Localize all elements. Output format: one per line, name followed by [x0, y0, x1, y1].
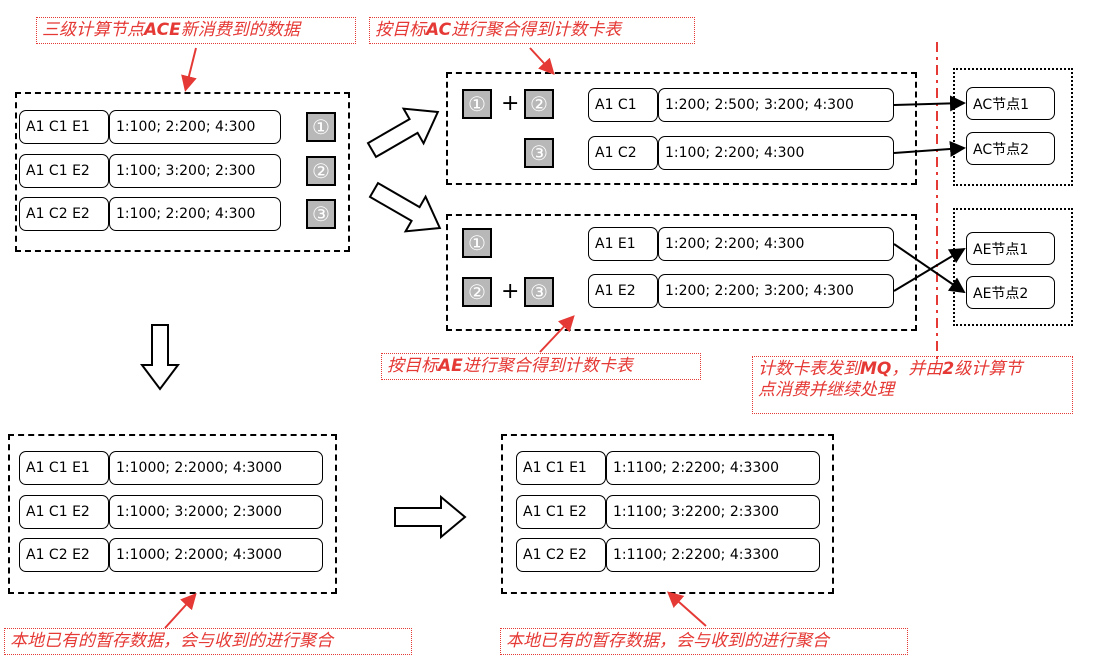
note-text: 新消费到的数据 — [180, 20, 300, 40]
note-local-store: 本地已有的暂存数据，会与收到的进行聚合 — [4, 628, 412, 655]
merged-row-2-value: 1:1100; 3:2200; 2:3300 — [606, 495, 820, 529]
note-text: ，并由 — [891, 359, 943, 379]
note-text-bold: 2 — [942, 359, 955, 379]
ac-badge-1-icon: ① — [462, 89, 492, 119]
badge-2-icon: ② — [306, 156, 336, 186]
ae-badge-3-icon: ③ — [524, 277, 554, 307]
ae-nodes-box — [953, 208, 1073, 326]
merged-row-1-value: 1:1100; 2:2200; 4:3300 — [606, 451, 820, 485]
note-incoming-data: 三级计算节点ACE新消费到的数据 — [36, 17, 356, 44]
ac-node-1: AC节点1 — [966, 87, 1055, 120]
ae-row-1-key: A1 E1 — [588, 227, 658, 261]
badge-1-icon: ① — [306, 112, 336, 142]
merged-row-3-key: A1 C2 E2 — [516, 538, 606, 572]
ac-plus: + — [501, 91, 520, 116]
incoming-data-box — [15, 92, 350, 252]
ac-aggregation-box — [446, 72, 917, 185]
note-text-bold: MQ — [860, 359, 892, 379]
incoming-row-1-key: A1 C1 E1 — [19, 110, 109, 144]
route-ae2-to-node1 — [893, 247, 966, 292]
pointer-arrow-merged — [667, 591, 707, 627]
note-text: 进行聚合得到计数卡表 — [462, 356, 633, 376]
local-row-1-key: A1 C1 E1 — [19, 451, 109, 485]
note-text: 计数卡表发到 — [758, 359, 860, 379]
route-ac1-to-node1 — [893, 95, 966, 112]
pointer-arrow-incoming — [181, 47, 197, 92]
note-text: 按目标 — [387, 356, 438, 376]
ac-badge-2-icon: ② — [524, 89, 554, 119]
incoming-row-3-key: A1 C2 E2 — [19, 197, 109, 231]
pointer-arrow-ae — [539, 315, 575, 353]
ac-nodes-box — [953, 68, 1073, 186]
ac-row-2-value: 1:100; 2:200; 4:300 — [658, 136, 894, 170]
merged-row-2-key: A1 C1 E2 — [516, 495, 606, 529]
block-arrow-to-ae — [368, 181, 442, 233]
route-ae1-to-node2 — [893, 243, 966, 294]
note-text: 本地已有的暂存数据，会与收到的进行聚合 — [10, 631, 333, 651]
incoming-row-1-value: 1:100; 2:200; 4:300 — [109, 110, 281, 144]
ae-node-1: AE节点1 — [966, 232, 1055, 265]
merged-row-3-value: 1:1100; 2:2200; 4:3300 — [606, 538, 820, 572]
ac-badge-3-icon: ③ — [524, 138, 554, 168]
note-text-bold: AC — [426, 20, 452, 40]
pointer-arrow-local — [164, 593, 197, 629]
local-row-2-value: 1:1000; 3:2000; 2:3000 — [109, 495, 323, 529]
note-text: 级计算节 — [954, 359, 1023, 379]
block-arrow-to-ac — [366, 107, 440, 159]
ac-node-2: AC节点2 — [966, 132, 1055, 165]
incoming-row-3-value: 1:100; 2:200; 4:300 — [109, 197, 281, 231]
local-row-3-key: A1 C2 E2 — [19, 538, 109, 572]
ae-badge-1-icon: ① — [462, 228, 492, 258]
note-text: 进行聚合得到计数卡表 — [451, 20, 622, 40]
note-text-bold: ACE — [144, 20, 181, 40]
note-text: 按目标 — [375, 20, 426, 40]
ae-badge-2-icon: ② — [462, 277, 492, 307]
merged-row-1-key: A1 C1 E1 — [516, 451, 606, 485]
route-ac2-to-node2 — [893, 141, 966, 157]
note-text-bold: AE — [438, 356, 463, 376]
ae-plus: + — [501, 279, 520, 304]
note-mq-line1: 计数卡表发到MQ，并由2级计算节 — [758, 359, 1067, 380]
local-store-box — [8, 434, 337, 594]
ae-row-2-key: A1 E2 — [588, 274, 658, 308]
note-ae-aggregation: 按目标AE进行聚合得到计数卡表 — [381, 353, 701, 380]
incoming-row-2-key: A1 C1 E2 — [19, 154, 109, 188]
note-mq: 计数卡表发到MQ，并由2级计算节 点消费并继续处理 — [752, 356, 1073, 414]
ac-row-1-key: A1 C1 — [588, 88, 658, 122]
note-mq-line2: 点消费并继续处理 — [758, 380, 894, 400]
note-merged-store: 本地已有的暂存数据，会与收到的进行聚合 — [500, 628, 908, 655]
ae-aggregation-box — [446, 214, 917, 331]
incoming-row-2-value: 1:100; 3:200; 2:300 — [109, 154, 281, 188]
ac-row-1-value: 1:200; 2:500; 3:200; 4:300 — [658, 88, 894, 122]
ae-row-1-value: 1:200; 2:200; 4:300 — [658, 227, 894, 261]
badge-3-icon: ③ — [306, 199, 336, 229]
note-text: 三级计算节点 — [42, 20, 144, 40]
ae-row-2-value: 1:200; 2:200; 3:200; 4:300 — [658, 274, 894, 308]
note-text: 本地已有的暂存数据，会与收到的进行聚合 — [506, 631, 829, 651]
ae-node-2: AE节点2 — [966, 276, 1055, 309]
ac-row-2-key: A1 C2 — [588, 136, 658, 170]
note-ac-aggregation: 按目标AC进行聚合得到计数卡表 — [369, 17, 695, 44]
local-row-3-value: 1:1000; 2:2000; 4:3000 — [109, 538, 323, 572]
local-row-1-value: 1:1000; 2:2000; 4:3000 — [109, 451, 323, 485]
local-row-2-key: A1 C1 E2 — [19, 495, 109, 529]
block-arrow-down — [140, 324, 180, 391]
block-arrow-right — [394, 494, 467, 540]
pointer-arrow-ac — [529, 47, 555, 75]
